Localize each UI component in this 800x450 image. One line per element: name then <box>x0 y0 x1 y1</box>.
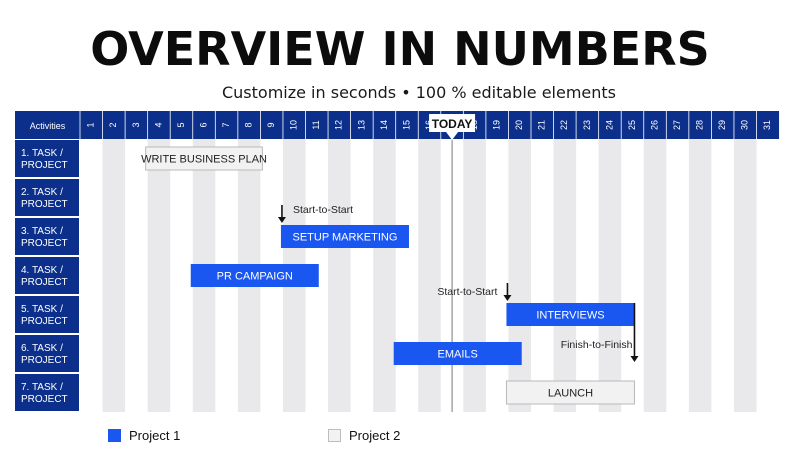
row-label-line2: PROJECT <box>21 355 68 366</box>
day-number-label: 30 <box>740 120 750 130</box>
day-stripe <box>463 139 486 412</box>
dependency-arrow-head <box>503 295 512 301</box>
day-number-label: 4 <box>153 122 163 127</box>
dependency-label: Finish-to-Finish <box>561 339 633 351</box>
task-bar-launch[interactable] <box>505 380 635 405</box>
row-label-cell <box>15 140 79 177</box>
day-stripe <box>373 139 396 412</box>
activities-header-label: Activities <box>30 121 66 131</box>
row-label-line2: PROJECT <box>21 160 68 171</box>
dependency-arrow-head <box>630 356 639 362</box>
today-pointer <box>446 132 459 140</box>
task-bar-pr-campaign[interactable] <box>190 264 319 287</box>
task-bar-label: EMAILS <box>438 349 478 361</box>
day-number-label: 31 <box>762 120 772 130</box>
page-title: OVERVIEW IN NUMBERS <box>90 22 710 76</box>
row-label-cell <box>15 335 79 372</box>
day-number-label: 2 <box>108 122 118 127</box>
day-number-label: 10 <box>289 120 299 130</box>
row-label-line1: 6. TASK / <box>21 343 63 354</box>
row-label-line2: PROJECT <box>21 199 68 210</box>
task-bar-interviews[interactable] <box>506 303 635 326</box>
task-bar-label: WRITE BUSINESS PLAN <box>141 154 267 166</box>
row-label-cell <box>15 374 79 411</box>
day-number-label: 12 <box>334 120 344 130</box>
day-number-label: 14 <box>379 120 389 130</box>
row-label-cell <box>15 296 79 333</box>
legend-swatch-project-2 <box>328 429 341 442</box>
task-bar-label: LAUNCH <box>548 388 593 400</box>
day-number-label: 8 <box>244 122 254 127</box>
dependency-label: Start-to-Start <box>437 286 497 298</box>
timeline-header <box>15 111 780 139</box>
task-bar-label: SETUP MARKETING <box>292 232 397 244</box>
day-number-label: 15 <box>401 120 411 130</box>
row-label-line2: PROJECT <box>21 238 68 249</box>
day-number-label: 7 <box>221 122 231 127</box>
day-number-label: 26 <box>649 120 659 130</box>
day-number-label: 13 <box>356 120 366 130</box>
legend-item-project-2: Project 2 <box>328 428 400 443</box>
row-label-line1: 5. TASK / <box>21 304 63 315</box>
day-number-label: 29 <box>717 120 727 130</box>
day-stripe <box>102 139 126 412</box>
day-number-label: 9 <box>266 122 276 127</box>
day-number-label: 6 <box>198 122 208 127</box>
day-number-label: 21 <box>537 120 547 130</box>
day-number-label: 28 <box>695 120 705 130</box>
day-stripe <box>418 139 441 412</box>
legend-label-project-1: Project 1 <box>129 428 181 443</box>
row-label-cell <box>15 257 79 294</box>
day-stripe <box>328 139 351 412</box>
row-label-cell <box>15 218 79 255</box>
day-number-label: 24 <box>604 120 614 130</box>
task-bar-label: INTERVIEWS <box>536 310 604 322</box>
day-number-label: 25 <box>627 120 637 130</box>
day-number-label: 20 <box>514 120 524 130</box>
day-number-label: 16 <box>424 120 434 130</box>
row-label-line1: 4. TASK / <box>21 265 63 276</box>
day-stripe <box>688 139 712 412</box>
day-stripe <box>553 139 577 412</box>
legend-swatch-project-1 <box>108 429 121 442</box>
day-number-label: 22 <box>559 120 569 130</box>
row-label-line2: PROJECT <box>21 277 68 288</box>
task-bar-emails[interactable] <box>393 342 522 365</box>
day-number-label: 19 <box>492 120 502 130</box>
task-bar-label: PR CAMPAIGN <box>217 271 293 283</box>
today-badge <box>429 114 476 132</box>
dependency-arrow-head <box>277 217 286 223</box>
today-label: TODAY <box>432 117 473 131</box>
day-stripe <box>147 139 171 412</box>
legend-item-project-1: Project 1 <box>108 428 180 443</box>
task-bar-setup-marketing[interactable] <box>280 225 409 248</box>
day-stripe <box>643 139 667 412</box>
day-number-label: 11 <box>311 120 321 129</box>
row-label-line1: 1. TASK / <box>21 148 63 159</box>
row-label-line1: 3. TASK / <box>21 226 63 237</box>
legend-label-project-2: Project 2 <box>349 428 401 443</box>
day-number-label: 5 <box>176 122 186 127</box>
day-number-label: 1 <box>86 122 96 127</box>
day-number-label: 23 <box>582 120 592 130</box>
task-bar-write-business-plan[interactable] <box>145 146 263 171</box>
row-label-line2: PROJECT <box>21 394 68 405</box>
row-label-cell <box>15 179 79 216</box>
day-stripe <box>598 139 622 412</box>
row-label-line2: PROJECT <box>21 316 68 327</box>
dependency-label: Start-to-Start <box>293 204 353 216</box>
row-label-line1: 7. TASK / <box>21 382 63 393</box>
row-label-line1: 2. TASK / <box>21 187 63 198</box>
page-subtitle: Customize in seconds • 100 % editable el… <box>221 83 617 102</box>
day-number-label: 27 <box>672 120 682 130</box>
day-number-label: 3 <box>131 122 141 127</box>
day-stripe <box>508 139 531 412</box>
day-stripe <box>733 139 757 412</box>
